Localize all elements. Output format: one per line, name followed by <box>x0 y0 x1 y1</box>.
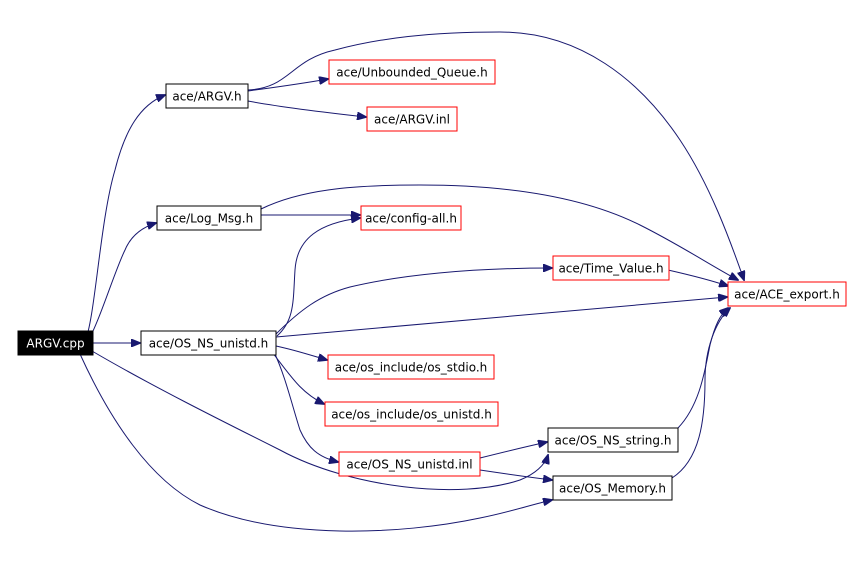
edge-argv-h-to-unbounded-queue-h <box>247 79 328 92</box>
node-label: ace/OS_NS_unistd.h <box>149 337 269 351</box>
node-label: ace/Time_Value.h <box>558 262 663 276</box>
node-config-all-h[interactable]: ace/config-all.h <box>360 205 462 231</box>
node-box <box>140 330 277 356</box>
edge-os-ns-unistd-inl-to-os-ns-string-h <box>479 442 547 459</box>
edge-os-ns-unistd-h-to-ace-export-h <box>275 297 727 338</box>
node-box <box>727 281 847 307</box>
node-box <box>360 205 462 231</box>
node-box <box>328 59 496 85</box>
edge-os-memory-h-to-ace-export-h <box>671 308 730 479</box>
edge-os-ns-unistd-h-to-time-value-h <box>274 268 552 336</box>
node-box <box>165 83 249 109</box>
node-argv-cpp[interactable]: ARGV.cpp <box>17 330 94 356</box>
node-label: ace/Log_Msg.h <box>165 212 253 226</box>
node-label: ace/os_include/os_stdio.h <box>335 361 488 375</box>
node-label: ace/OS_NS_unistd.inl <box>346 458 472 472</box>
edge-os-ns-unistd-h-to-os-ns-unistd-inl <box>273 351 338 462</box>
node-label: ace/ARGV.h <box>172 90 241 104</box>
node-label: ace/Unbounded_Queue.h <box>336 66 487 80</box>
edge-log-msg-h-to-ace-export-h <box>260 184 738 280</box>
edge-os-ns-unistd-h-to-config-all-h <box>276 218 360 337</box>
node-argv-h[interactable]: ace/ARGV.h <box>165 83 249 109</box>
node-box <box>338 451 481 477</box>
node-label: ace/os_include/os_unistd.h <box>331 408 492 422</box>
edge-time-value-h-to-ace-export-h <box>667 269 728 286</box>
edge-os-ns-unistd-inl-to-os-memory-h <box>479 469 552 480</box>
node-box <box>547 427 679 453</box>
edge-argv-cpp-to-log-msg-h <box>87 223 156 342</box>
node-unbounded-queue-h[interactable]: ace/Unbounded_Queue.h <box>328 59 496 85</box>
nodes-layer: ARGV.cpp ace/ARGV.h ace/Unbounded_Queue.… <box>17 59 847 501</box>
node-label: ace/ARGV.inl <box>374 113 450 127</box>
edge-os-ns-unistd-h-to-os-stdio-h <box>275 345 327 360</box>
node-log-msg-h[interactable]: ace/Log_Msg.h <box>156 205 262 231</box>
node-box <box>17 330 94 356</box>
node-os-stdio-h[interactable]: ace/os_include/os_stdio.h <box>327 354 495 380</box>
node-label: ace/config-all.h <box>365 212 457 226</box>
node-box <box>552 475 673 501</box>
node-box <box>366 106 458 132</box>
node-box <box>552 255 670 281</box>
edge-argv-h-to-argv-inl <box>247 100 366 117</box>
node-box <box>156 205 262 231</box>
node-label: ace/ACE_export.h <box>734 288 840 302</box>
node-os-ns-string-h[interactable]: ace/OS_NS_string.h <box>547 427 679 453</box>
node-time-value-h[interactable]: ace/Time_Value.h <box>552 255 670 281</box>
node-box <box>324 401 499 427</box>
node-ace-export-h[interactable]: ace/ACE_export.h <box>727 281 847 307</box>
edge-os-ns-unistd-h-to-os-unistd-h <box>271 351 324 404</box>
node-label: ARGV.cpp <box>26 337 84 351</box>
node-os-unistd-h[interactable]: ace/os_include/os_unistd.h <box>324 401 499 427</box>
edge-argv-h-to-ace-export-h <box>247 31 744 280</box>
edge-argv-cpp-to-argv-h <box>84 95 165 342</box>
node-box <box>327 354 495 380</box>
edges-layer <box>79 31 744 532</box>
node-os-ns-unistd-h[interactable]: ace/OS_NS_unistd.h <box>140 330 277 356</box>
node-label: ace/OS_NS_string.h <box>555 434 672 448</box>
node-os-memory-h[interactable]: ace/OS_Memory.h <box>552 475 673 501</box>
edge-os-ns-string-h-to-ace-export-h <box>677 308 728 429</box>
node-label: ace/OS_Memory.h <box>559 482 666 496</box>
edge-argv-cpp-to-os-memory-h <box>79 353 552 532</box>
node-argv-inl[interactable]: ace/ARGV.inl <box>366 106 458 132</box>
node-os-ns-unistd-inl[interactable]: ace/OS_NS_unistd.inl <box>338 451 481 477</box>
